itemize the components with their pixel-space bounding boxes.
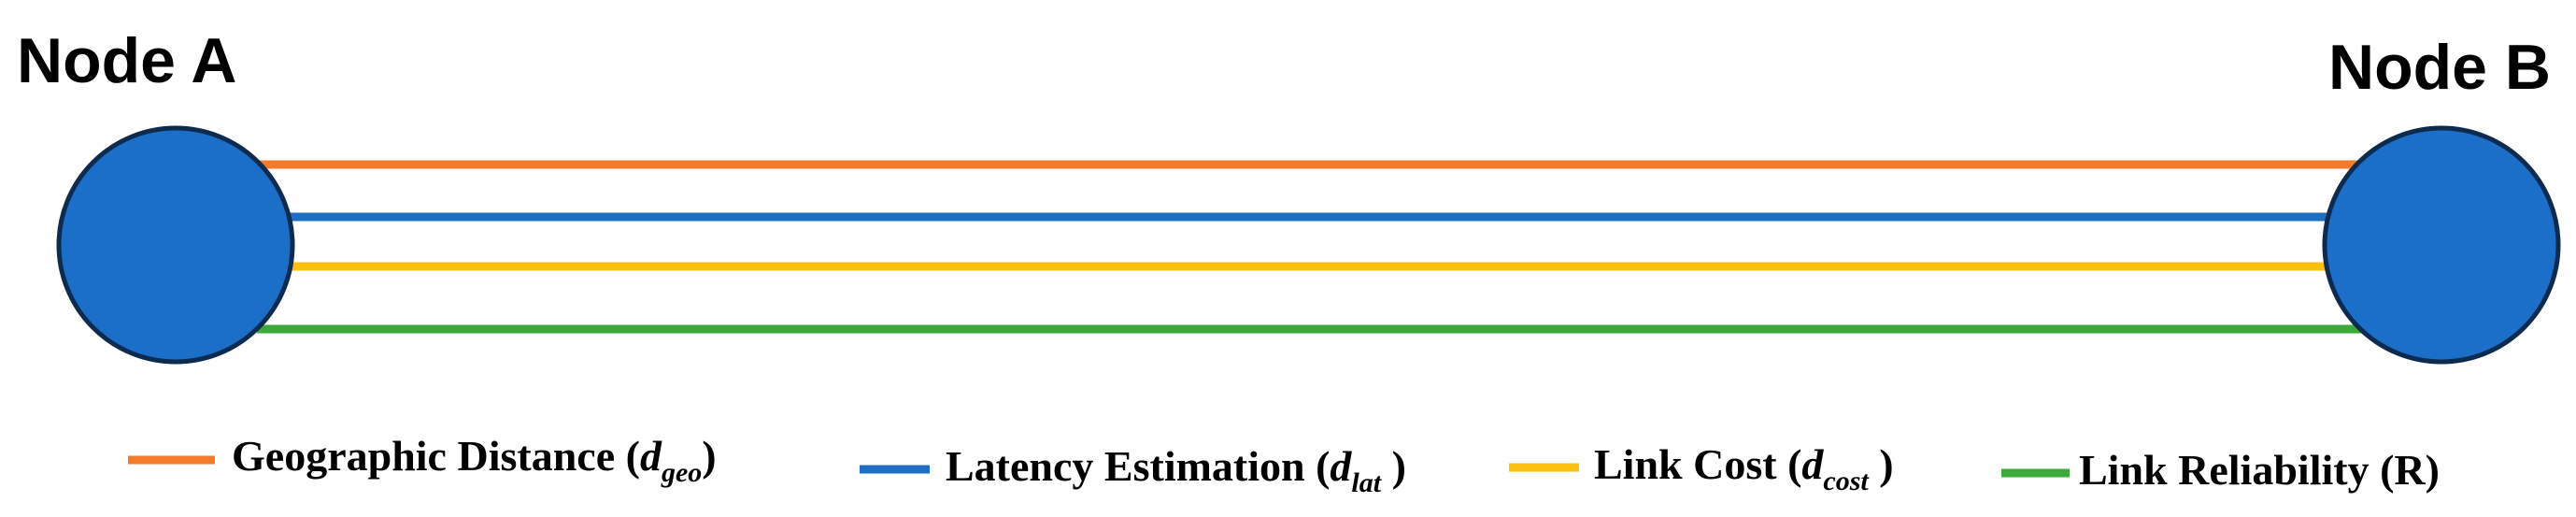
legend-lat: Latency Estimation (dlat ) [946,442,1406,498]
node-b-label: Node B [2328,32,2551,103]
legend-rel: Link Reliability (R) [2079,446,2440,494]
legend-geo: Geographic Distance (dgeo) [232,432,717,488]
legend-cost: Link Cost (dcost ) [1594,440,1894,496]
node-a [56,125,295,365]
node-b [2322,125,2561,365]
node-a-label: Node A [17,25,236,96]
legend: Geographic Distance (dgeo) Latency Estim… [128,432,2440,498]
